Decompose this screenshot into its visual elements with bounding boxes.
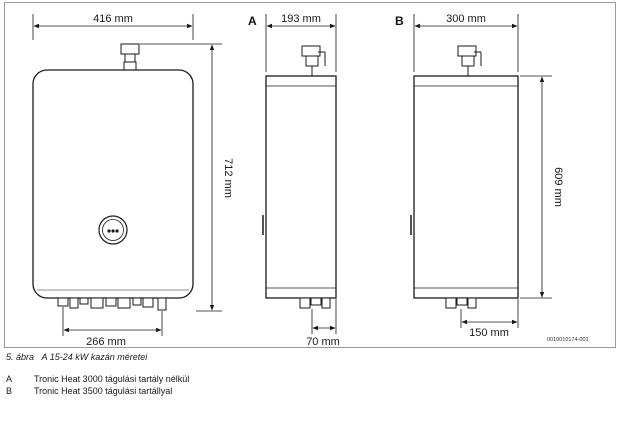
figure-number: 5. ábra xyxy=(6,352,35,362)
dim-front-height xyxy=(140,43,222,312)
view-b-label: B xyxy=(395,14,404,28)
legend-text-a: Tronic Heat 3000 tágulási tartály nélkül xyxy=(34,374,190,384)
side-a-top-valve xyxy=(301,45,326,76)
legend-key-a: A xyxy=(6,374,13,384)
front-view xyxy=(32,43,194,311)
dim-side-b-bottom xyxy=(460,299,519,328)
side-view-b xyxy=(410,45,519,309)
dim-front-width xyxy=(32,14,194,40)
view-a-label: A xyxy=(248,14,257,28)
side-b-bottom-connections xyxy=(445,297,477,309)
dim-side-a-depth xyxy=(265,14,337,72)
figure-caption: 5. ábra A 15-24 kW kazán méretei xyxy=(6,352,147,362)
label-side-b-height: 609 mm xyxy=(552,167,564,207)
side-a-bottom-connections xyxy=(299,297,331,309)
drawing-frame xyxy=(4,2,616,348)
legend-text-b: Tronic Heat 3500 tágulási tartállyal xyxy=(34,386,173,396)
label-front-height: 712 mm xyxy=(222,158,234,198)
side-b-body xyxy=(413,75,519,299)
side-a-body xyxy=(265,75,337,299)
label-side-a-bottom: 70 mm xyxy=(306,336,340,348)
dim-side-b-height xyxy=(520,75,552,299)
label-front-bottom: 266 mm xyxy=(86,336,126,348)
dim-front-bottom xyxy=(62,307,163,336)
legend-item-b: B Tronic Heat 3500 tágulási tartállyal xyxy=(6,386,172,396)
figure-title: A 15-24 kW kazán méretei xyxy=(41,352,148,362)
side-view-a xyxy=(262,45,337,309)
front-control-knob xyxy=(98,215,128,245)
document-id: 0010010174-001 xyxy=(547,337,589,343)
side-b-top-valve xyxy=(457,45,482,76)
front-bottom-connections xyxy=(57,297,167,311)
dim-side-b-depth xyxy=(413,14,519,72)
dimension-drawing: 416 mm 712 mm 266 mm A xyxy=(32,13,589,348)
label-side-b-depth: 300 mm xyxy=(446,13,486,25)
front-body xyxy=(32,69,194,299)
label-side-b-bottom: 150 mm xyxy=(469,327,509,339)
legend-item-a: A Tronic Heat 3000 tágulási tartály nélkü… xyxy=(6,374,189,384)
label-front-width: 416 mm xyxy=(93,13,133,25)
legend-key-b: B xyxy=(6,386,13,396)
dim-side-a-bottom xyxy=(311,299,337,334)
label-side-a-depth: 193 mm xyxy=(281,13,321,25)
